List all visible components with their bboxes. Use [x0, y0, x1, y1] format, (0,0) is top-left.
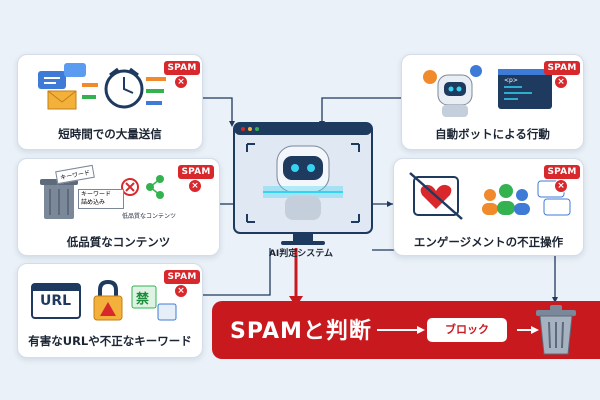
spam-badge: SPAM	[544, 165, 580, 179]
connector-harmful-url	[203, 248, 271, 296]
card-low-quality: キーワード キーワード 詰め込み 低品質なコンテンツ SPAM × 低品質なコン…	[17, 158, 220, 256]
keyword-stuffing-tag: キーワード 詰め込み	[78, 189, 124, 209]
close-icon: ×	[174, 284, 188, 298]
spam-badge: SPAM	[164, 61, 200, 75]
mass-sending-illustration	[38, 63, 166, 110]
auto-bot-illustration	[423, 65, 552, 117]
card-label-mass-sending: 短時間での大量送信	[58, 127, 162, 141]
trash-bin-icon	[536, 305, 576, 355]
spam-badge: SPAM	[544, 61, 580, 75]
card-label-harmful-url: 有害なURLや不正なキーワード	[28, 334, 192, 348]
close-icon: ×	[554, 179, 568, 193]
ai-system-monitor	[233, 122, 373, 245]
low-quality-tag: 低品質なコンテンツ	[122, 213, 177, 220]
connector-auto-bot	[321, 97, 401, 122]
arrow-right-icon	[517, 326, 539, 334]
banner-title: SPAMと判断	[230, 319, 372, 344]
engagement-illustration	[409, 172, 571, 220]
connector-to-trash	[372, 249, 556, 298]
url-text: URL	[40, 293, 72, 309]
spam-badge: SPAM	[164, 270, 200, 284]
ai-system-label: AI判定システム	[268, 249, 334, 259]
spam-badge: SPAM	[178, 165, 214, 179]
close-icon: ×	[188, 179, 202, 193]
spam-judgment-banner: SPAMと判断 ブロック	[212, 301, 600, 359]
connector-mass-sending	[203, 97, 233, 122]
forbidden-kanji: 禁	[136, 292, 150, 307]
low-quality-illustration	[40, 175, 164, 219]
code-tag-text: <p>	[504, 77, 518, 84]
close-icon: ×	[554, 75, 568, 89]
harmful-url-illustration	[31, 279, 177, 321]
arrow-right-icon	[377, 326, 425, 334]
card-auto-bot: <p> SPAM × 自動ボットによる行動	[401, 54, 584, 150]
card-harmful-url: URL 禁 SPAM × 有害なURLや不正なキーワード	[17, 263, 203, 358]
block-label: ブロック	[427, 318, 507, 342]
card-mass-sending: SPAM × 短時間での大量送信	[17, 54, 203, 150]
card-label-engagement: エンゲージメントの不正操作	[413, 235, 564, 249]
card-label-auto-bot: 自動ボットによる行動	[435, 127, 550, 141]
card-label-low-quality: 低品質なコンテンツ	[66, 235, 171, 249]
card-engagement: SPAM × エンゲージメントの不正操作	[393, 158, 584, 256]
close-icon: ×	[174, 75, 188, 89]
